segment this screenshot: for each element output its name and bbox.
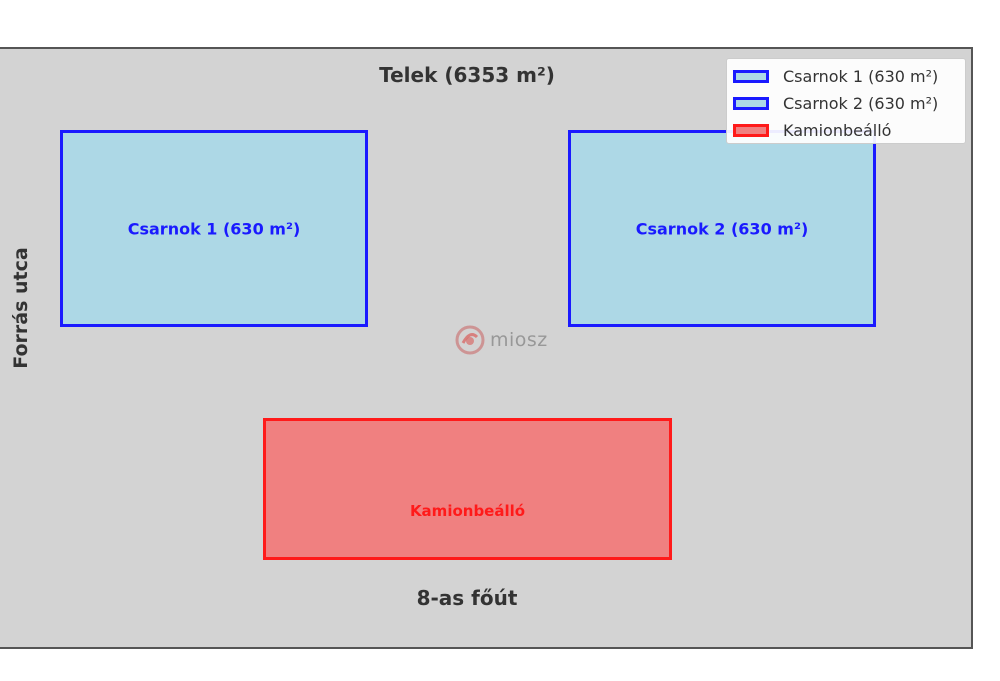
watermark-text: miosz — [490, 329, 548, 351]
legend-label-hall-2: Csarnok 2 (630 m²) — [783, 94, 939, 113]
legend-label-hall-1: Csarnok 1 (630 m²) — [783, 67, 939, 86]
legend-swatch-hall-1 — [733, 70, 769, 83]
watermark: miosz — [454, 324, 548, 356]
road-south-label: 8-as főút — [416, 586, 518, 610]
plot-title: Telek (6353 m²) — [379, 63, 555, 87]
legend: Csarnok 1 (630 m²) Csarnok 2 (630 m²) Ka… — [726, 58, 966, 144]
legend-label-truck-bay: Kamionbeálló — [783, 121, 892, 140]
legend-item-truck-bay: Kamionbeálló — [733, 117, 965, 144]
hall-1-area: Csarnok 1 (630 m²) — [60, 130, 368, 327]
miosz-logo-icon — [455, 325, 485, 355]
legend-swatch-hall-2 — [733, 97, 769, 110]
hall-2-label: Csarnok 2 (630 m²) — [635, 219, 809, 238]
hall-2-area: Csarnok 2 (630 m²) — [568, 130, 876, 327]
road-west-label: Forrás utca — [10, 247, 32, 369]
legend-item-hall-2: Csarnok 2 (630 m²) — [733, 90, 965, 117]
legend-item-hall-1: Csarnok 1 (630 m²) — [733, 63, 965, 90]
truck-bay-area: Kamionbeálló — [263, 418, 672, 560]
hall-1-label: Csarnok 1 (630 m²) — [127, 219, 301, 238]
truck-bay-label: Kamionbeálló — [409, 501, 526, 520]
legend-swatch-truck-bay — [733, 124, 769, 137]
